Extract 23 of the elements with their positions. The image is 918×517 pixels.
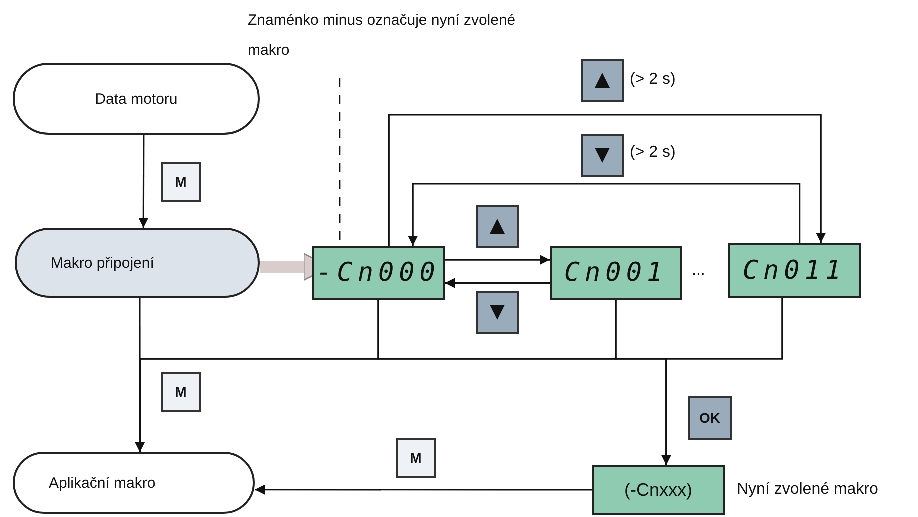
terminal-box: Data motoru <box>13 63 260 135</box>
arrow <box>138 135 149 228</box>
display-screen: -Cn000 <box>312 246 445 300</box>
arrow <box>255 484 592 495</box>
display-screen: Cn011 <box>728 243 861 298</box>
arrow <box>661 298 784 465</box>
display-box: (-Cnxxx) <box>592 465 725 515</box>
terminal-box: Makro připojení <box>15 228 260 298</box>
note-text: ... <box>692 262 706 280</box>
key-cap: M <box>161 372 201 412</box>
note-text: (> 2 s) <box>630 144 676 162</box>
arrow <box>408 183 801 246</box>
key-cap: M <box>396 438 436 478</box>
node-label: Nyní zvolené makro <box>737 481 878 499</box>
key-cap: M <box>161 162 201 202</box>
display-screen: Cn001 <box>550 246 682 300</box>
arrow <box>388 114 826 246</box>
key-cap: OK <box>688 396 732 440</box>
arrow <box>445 278 550 288</box>
arrow <box>445 255 550 266</box>
terminal-box: Aplikační makro <box>13 452 255 514</box>
note-text: Znaménko minus označuje nyní zvolené makro <box>248 6 518 66</box>
note-text: (> 2 s) <box>630 71 676 89</box>
